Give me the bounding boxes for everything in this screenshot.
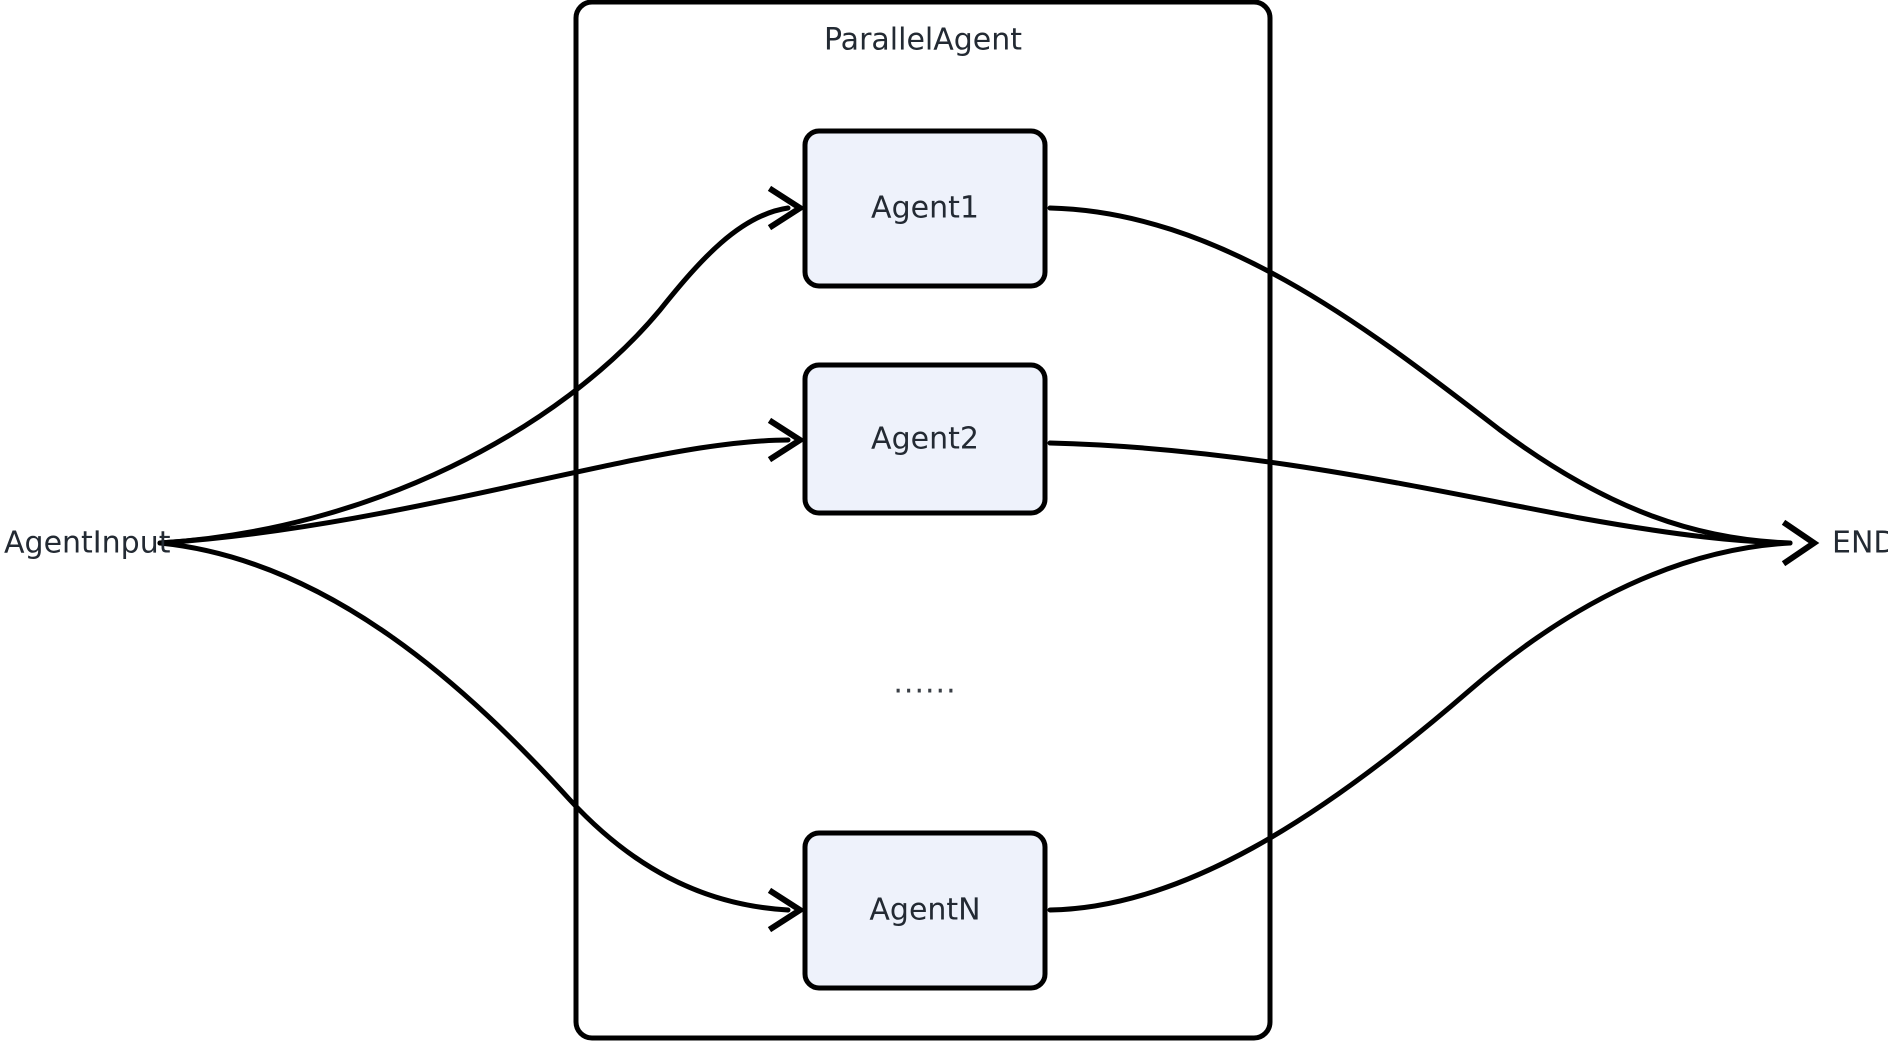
edge-agentN-to-end [1047, 540, 1793, 913]
node-agentn-label: AgentN [869, 893, 980, 928]
node-agent1[interactable] [802, 128, 1048, 289]
arrowhead-agent1-input [767, 185, 806, 231]
node-agent2-label: Agent2 [871, 422, 979, 457]
agent-input-label: AgentInput [4, 526, 171, 561]
edge-input-to-agent2 [157, 437, 791, 546]
parallel-agent-container [573, 0, 1273, 1041]
node-agent2[interactable] [802, 362, 1048, 516]
edge-agent2-to-end [1047, 440, 1793, 546]
end-label: END [1832, 526, 1888, 561]
ellipsis-label: ...... [893, 666, 956, 701]
node-agentn[interactable] [802, 830, 1048, 991]
edge-agent1-to-end [1047, 205, 1793, 546]
edge-input-to-agent1 [157, 205, 791, 546]
arrowhead-end-input [1781, 519, 1820, 567]
parallel-agent-title: ParallelAgent [824, 23, 1022, 58]
arrowhead-agentN-input [767, 887, 806, 933]
edge-input-to-agentN [157, 540, 791, 913]
node-agent1-label: Agent1 [871, 191, 979, 226]
arrowhead-agent2-input [767, 417, 806, 463]
